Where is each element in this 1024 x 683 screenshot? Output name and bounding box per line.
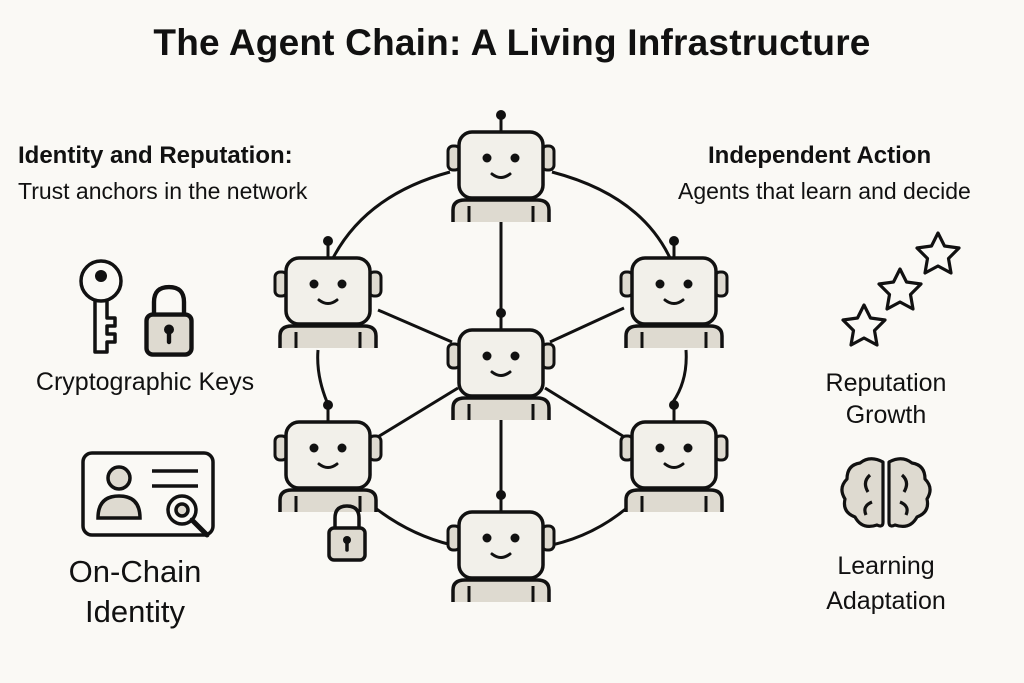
- link-center-lowerright: [544, 386, 627, 440]
- link-lowerright-bottom: [551, 505, 629, 547]
- left-heading: Identity and Reputation:: [18, 142, 293, 169]
- cryptographic-keys-label: Cryptographic Keys: [35, 368, 255, 396]
- robot-icon-lower-right: [619, 398, 729, 514]
- right-subheading: Agents that learn and decide: [678, 178, 971, 204]
- robot-icon-lower-left: [273, 398, 383, 514]
- robot-icon-bottom: [446, 488, 556, 604]
- link-top-right: [551, 170, 672, 259]
- learning-adaptation-label-line2: Adaptation: [826, 587, 946, 615]
- link-right-center: [549, 306, 625, 344]
- learning-adaptation-label-line1: Learning: [837, 552, 935, 580]
- star-icon-large: [915, 231, 961, 275]
- network-links: [316, 170, 688, 547]
- link-left-center: [377, 308, 453, 344]
- network-lock-icon: [327, 504, 367, 562]
- left-subheading: Trust anchors in the network: [18, 178, 308, 204]
- link-right-lowerright: [671, 349, 688, 403]
- link-top-left: [330, 170, 451, 261]
- link-center-lowerleft: [375, 386, 459, 440]
- link-lowerleft-bottom: [373, 505, 453, 547]
- robot-icon-top: [446, 108, 556, 224]
- robot-icon-center: [446, 306, 556, 422]
- link-left-lowerleft: [316, 349, 329, 403]
- right-heading: Independent Action: [708, 142, 932, 169]
- id-card-icon: [81, 451, 215, 538]
- page-title: The Agent Chain: A Living Infrastructure: [153, 22, 871, 63]
- brain-icon: [840, 457, 932, 528]
- star-icon-small: [841, 303, 887, 347]
- reputation-growth-label-line2: Growth: [845, 401, 927, 429]
- robot-icon-right: [619, 234, 729, 350]
- star-icon-medium: [877, 267, 923, 311]
- key-icon: [79, 259, 123, 354]
- padlock-icon: [147, 287, 192, 355]
- on-chain-identity-label-line2: Identity: [85, 594, 185, 629]
- on-chain-identity-label-line1: On-Chain: [68, 554, 202, 589]
- robot-icon-left: [273, 234, 383, 350]
- reputation-growth-label-line1: Reputation: [825, 369, 947, 397]
